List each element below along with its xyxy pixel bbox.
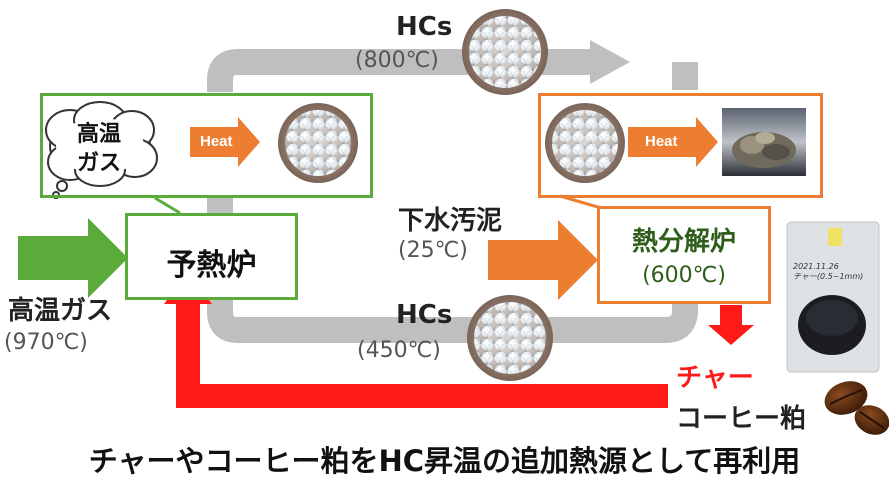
sludge-temp: (25℃) (398, 238, 468, 263)
hot-gas-inlet-arrow (18, 218, 128, 298)
hcs-bottom-label: HCs (396, 300, 453, 330)
hc-loop-arrowhead (590, 40, 630, 84)
heat-label-right: Heat (645, 133, 678, 150)
bottom-caption: チャーやコーヒー粕をHC昇温の追加熱源として再利用 (88, 444, 801, 478)
preheater-callout-box (40, 93, 373, 198)
pyrolyzer-label: 熱分解炉 (631, 227, 736, 257)
cloud-line2: ガス (77, 151, 122, 176)
preheater-callout-line (154, 196, 181, 215)
heat-label-left: Heat (200, 133, 233, 150)
hc-bowl-top-icon (462, 9, 548, 95)
preheater-box: 予熱炉 (125, 213, 298, 300)
hc-bowl-pyrolyzer-icon (545, 103, 625, 183)
hc-bowl-bottom-icon (467, 295, 553, 381)
hot-gas-temp: (970℃) (4, 330, 88, 355)
sludge-feed-arrow (488, 220, 598, 300)
cloud-line1: 高温 (77, 122, 122, 147)
pyrolyzer-callout-box (538, 93, 823, 198)
heat-arrow-right-icon (628, 117, 718, 167)
hcs-top-label: HCs (396, 12, 453, 42)
sludge-jar-photo (722, 108, 806, 176)
char-label: チャー (676, 363, 754, 393)
hot-gas-cloud-icon (45, 101, 158, 199)
coffee-beans-icon (824, 381, 889, 435)
heat-arrow-left-icon (190, 117, 260, 167)
hcs-bottom-temp: (450℃) (357, 338, 441, 363)
char-output-arrow (708, 305, 754, 345)
pyrolyzer-box: 熱分解炉 (600℃) (597, 206, 771, 304)
preheater-label: 予熱炉 (166, 248, 257, 283)
sludge-label: 下水汚泥 (398, 206, 503, 236)
char-sample-bag-photo (786, 221, 880, 373)
hc-loop-pipe (207, 49, 698, 343)
pyrolyzer-temp: (600℃) (642, 263, 726, 288)
hc-bowl-preheater-icon (278, 103, 358, 183)
char-recycle-arrow (176, 300, 668, 408)
hot-gas-label: 高温ガス (8, 296, 113, 326)
bag-handwriting: 2021.11.26 チャー(0.5~1mm) (793, 262, 864, 281)
hcs-top-temp: (800℃) (355, 48, 439, 73)
coffee-grounds-label: コーヒー粕 (676, 404, 807, 434)
